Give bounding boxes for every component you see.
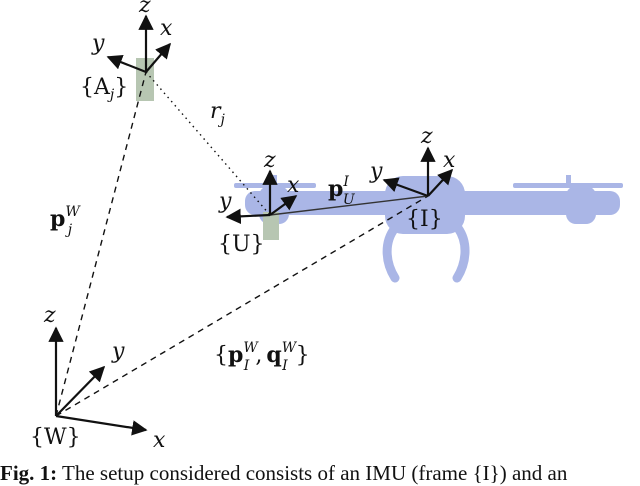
world-x-label: x [153,428,166,453]
uwb-y-axis [225,208,271,225]
world-y-label: y [111,339,125,364]
uwb-frame-axes [225,169,298,225]
uwb-offset-line [269,195,429,216]
drone-body [385,176,465,234]
imu-y-label: y [369,159,383,184]
imu-x-label: x [443,148,456,173]
world-frame-axes [48,326,148,436]
range-label: rj [210,99,226,128]
landing-leg-left [382,223,400,283]
anchor-y-axis [106,54,147,74]
anchor-position-line [55,71,147,417]
uwb-z-label: z [263,148,276,173]
figure-caption: Fig. 1: The setup considered consists of… [0,461,640,485]
uwb-x-axis [269,195,298,216]
caption-text: The setup considered consists of an IMU … [62,461,568,485]
imu-y-axis [382,177,429,198]
caption-label: Fig. 1: [0,461,58,485]
anchor-y-label: y [91,31,105,56]
uwb-y-label: y [218,189,232,214]
rotor-mast-left [272,175,277,187]
imu-pose-line [55,195,429,417]
world-y-axis [55,365,106,417]
anchor-frame-axes [106,14,172,74]
rotor-hub-right [566,186,596,224]
rotor-mast-right [566,175,571,187]
anchor-x-axis [145,42,172,73]
uwb-frame-name: {U} [218,232,265,257]
anchor-x-label: x [160,16,173,41]
range-line [145,71,271,216]
anchor-z-label: z [138,0,151,18]
imu-x-axis [427,168,454,197]
imu-z-label: z [420,124,433,149]
anchor-frame-name: {Aj} [80,75,128,103]
landing-leg-right [452,223,470,283]
imu-frame-axes [382,146,454,198]
uwb-x-label: x [287,173,300,198]
imu-frame-name: {I} [406,207,443,232]
landing-gear [382,223,470,283]
world-frame-name: {W} [30,425,81,450]
world-z-label: z [43,303,56,328]
uwb-module [263,212,279,240]
world-x-axis [55,414,148,436]
